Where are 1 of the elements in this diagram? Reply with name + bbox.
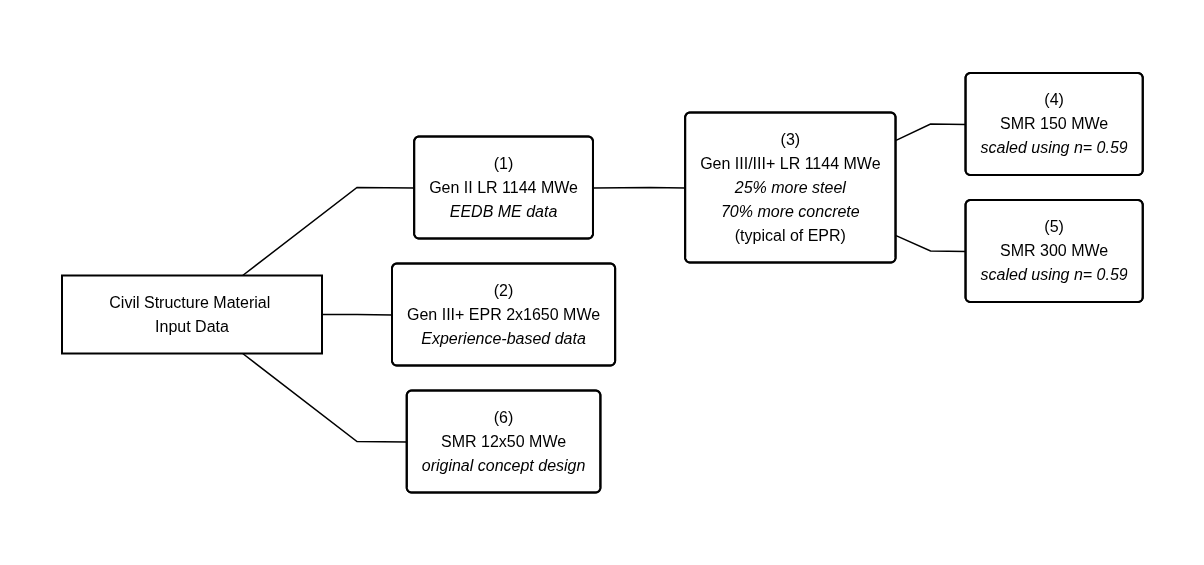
node-box: Civil Structure Material Input Data (60, 274, 323, 355)
